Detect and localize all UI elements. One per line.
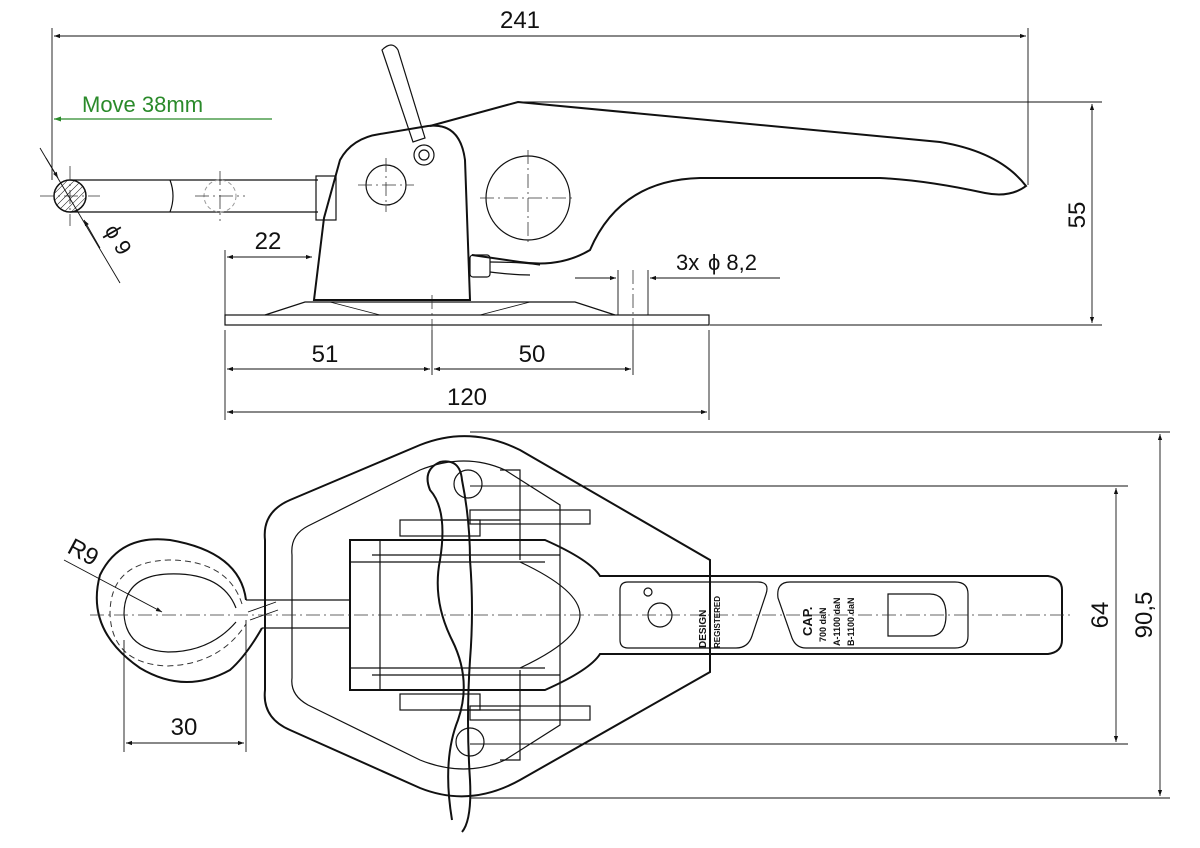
move-note-label: Move 38mm — [82, 92, 203, 117]
dimension-width-90-5: 90,5 — [470, 431, 1170, 799]
eye-bolt — [95, 538, 350, 683]
cap-title-label: CAP. — [800, 607, 815, 636]
base-50-label: 50 — [519, 341, 546, 368]
overall-length-label: 241 — [500, 7, 540, 34]
dimension-height: 55 — [520, 101, 1102, 326]
safety-pin — [381, 44, 435, 166]
side-view: 241 Move 38mm ϕ 9 — [39, 7, 1102, 420]
marking-capacity: CAP. 700 daN A-1100 daN B-1100 daN — [777, 581, 969, 649]
holes-diameter-label: ϕ 8,2 — [708, 250, 757, 275]
dimension-rod-diameter: ϕ 9 — [39, 147, 137, 284]
eye-width-label: 30 — [171, 714, 198, 741]
rod-diameter-label: ϕ 9 — [100, 220, 137, 259]
top-base-plate — [263, 435, 711, 798]
top-handle — [349, 509, 1063, 721]
dimension-eye-radius: R9 — [63, 533, 163, 613]
cap-line3-label: B-1100 daN — [846, 597, 856, 646]
base-51-label: 51 — [312, 341, 339, 368]
width-64-label: 64 — [1087, 602, 1114, 629]
bracket-body — [312, 124, 472, 301]
height-label: 55 — [1064, 202, 1091, 229]
width-90-5-label: 90,5 — [1131, 592, 1158, 639]
base-120-label: 120 — [447, 384, 487, 411]
cap-line2-label: A-1100 daN — [832, 597, 842, 646]
dimension-width-64: 64 — [470, 485, 1128, 745]
marking-design-label: DESIGN — [698, 610, 709, 648]
offset-22-label: 22 — [255, 228, 282, 255]
move-note: Move 38mm — [54, 92, 272, 122]
holes-count-label: 3x — [676, 250, 699, 275]
rod — [40, 166, 337, 226]
marking-registered-label: REGISTERED — [713, 596, 722, 648]
dimension-overall-length: 241 — [51, 7, 1029, 185]
spring-clip — [426, 460, 521, 833]
top-view: DESIGN REGISTERED CAP. 700 daN A-1100 da… — [63, 431, 1170, 833]
dimension-holes: 3x ϕ 8,2 — [575, 250, 780, 281]
lever-handle — [429, 100, 1028, 278]
cap-line1-label: 700 daN — [818, 607, 828, 642]
base-plate — [224, 270, 710, 330]
dimension-offset-22: 22 — [224, 228, 312, 320]
dimension-base: 51 50 120 — [224, 330, 710, 420]
eye-radius-label: R9 — [63, 533, 103, 571]
dimension-eye-width: 30 — [123, 620, 247, 752]
